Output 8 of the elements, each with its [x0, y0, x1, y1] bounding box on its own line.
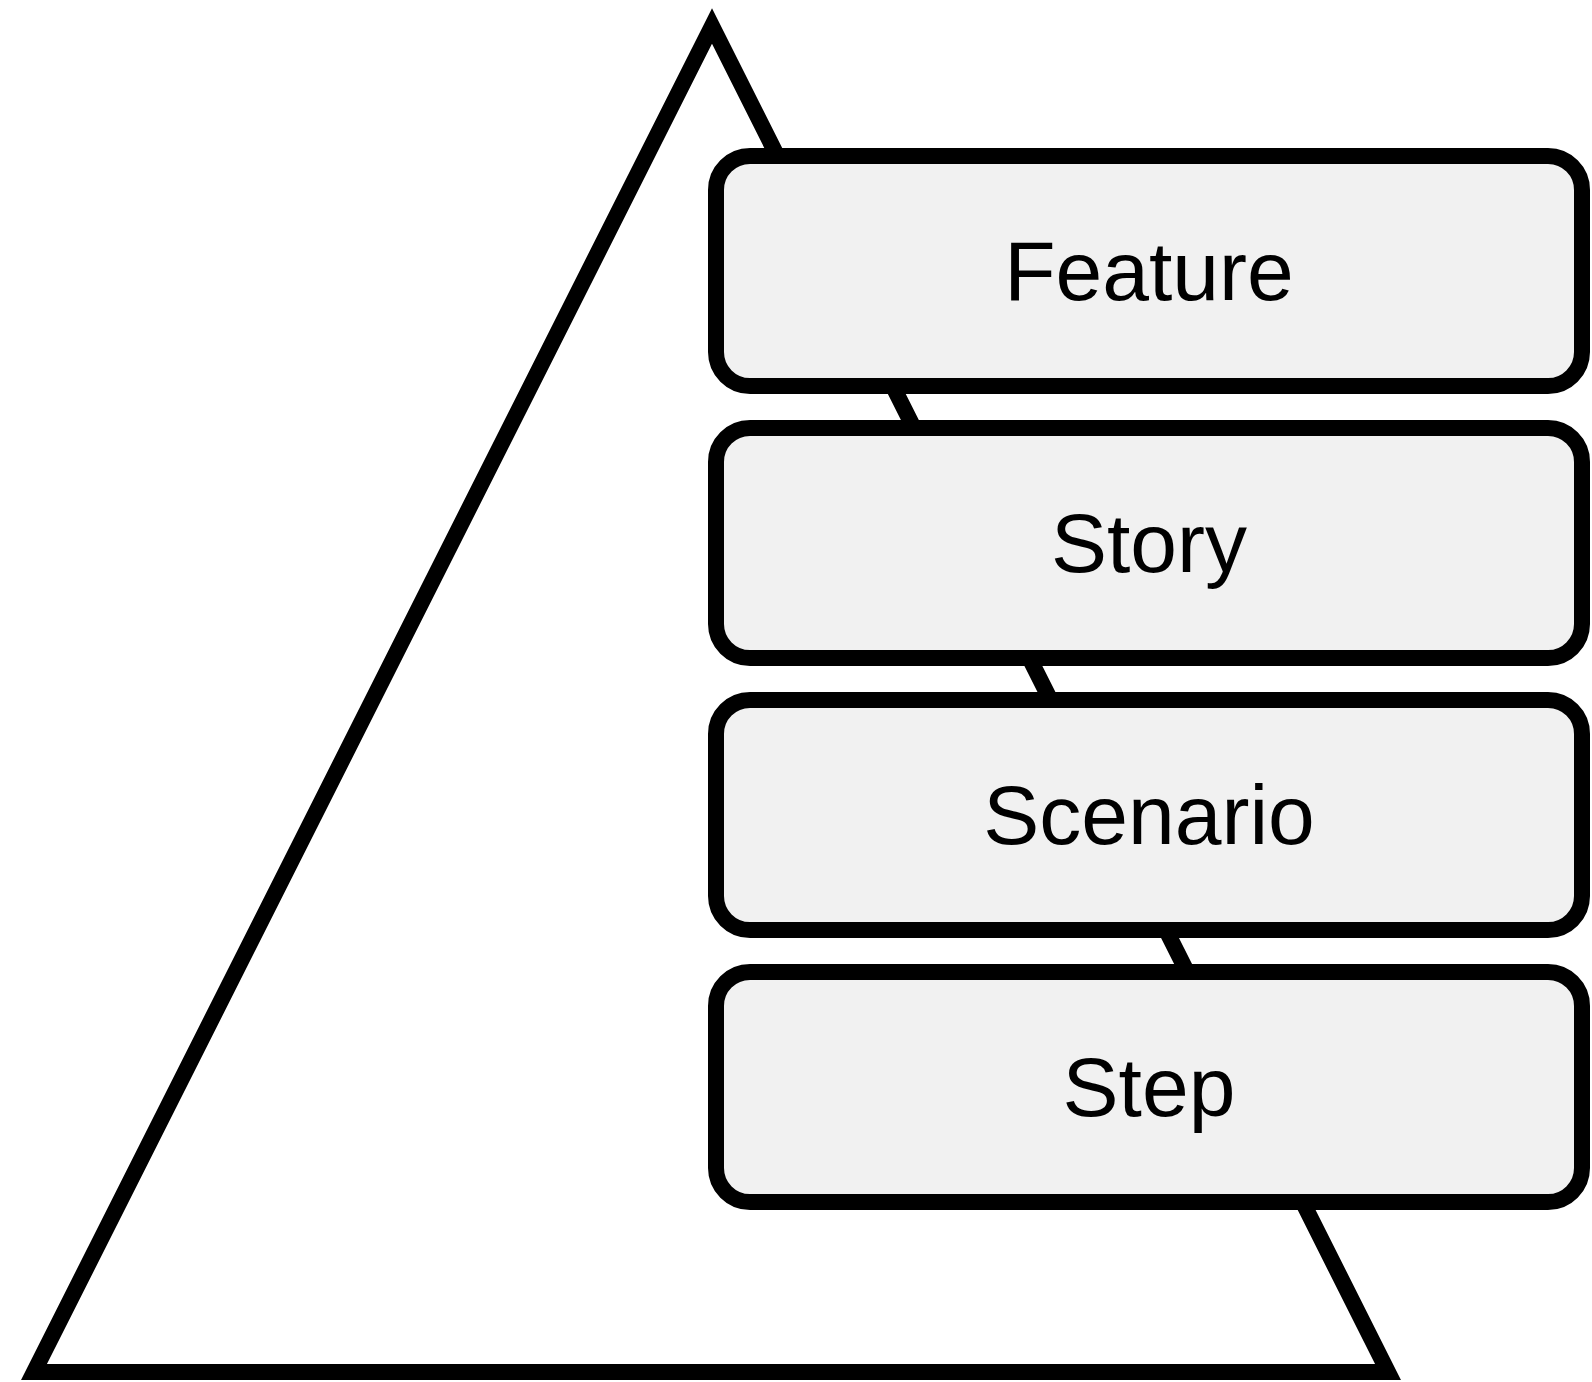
level-box	[708, 692, 1590, 938]
level-label: Step	[1062, 1038, 1236, 1136]
level-box	[708, 420, 1590, 666]
level-label: Scenario	[983, 766, 1315, 864]
level-box	[708, 964, 1590, 1210]
level-box	[708, 148, 1590, 394]
level-label: Story	[1050, 494, 1248, 592]
level-label: Feature	[1004, 222, 1294, 320]
